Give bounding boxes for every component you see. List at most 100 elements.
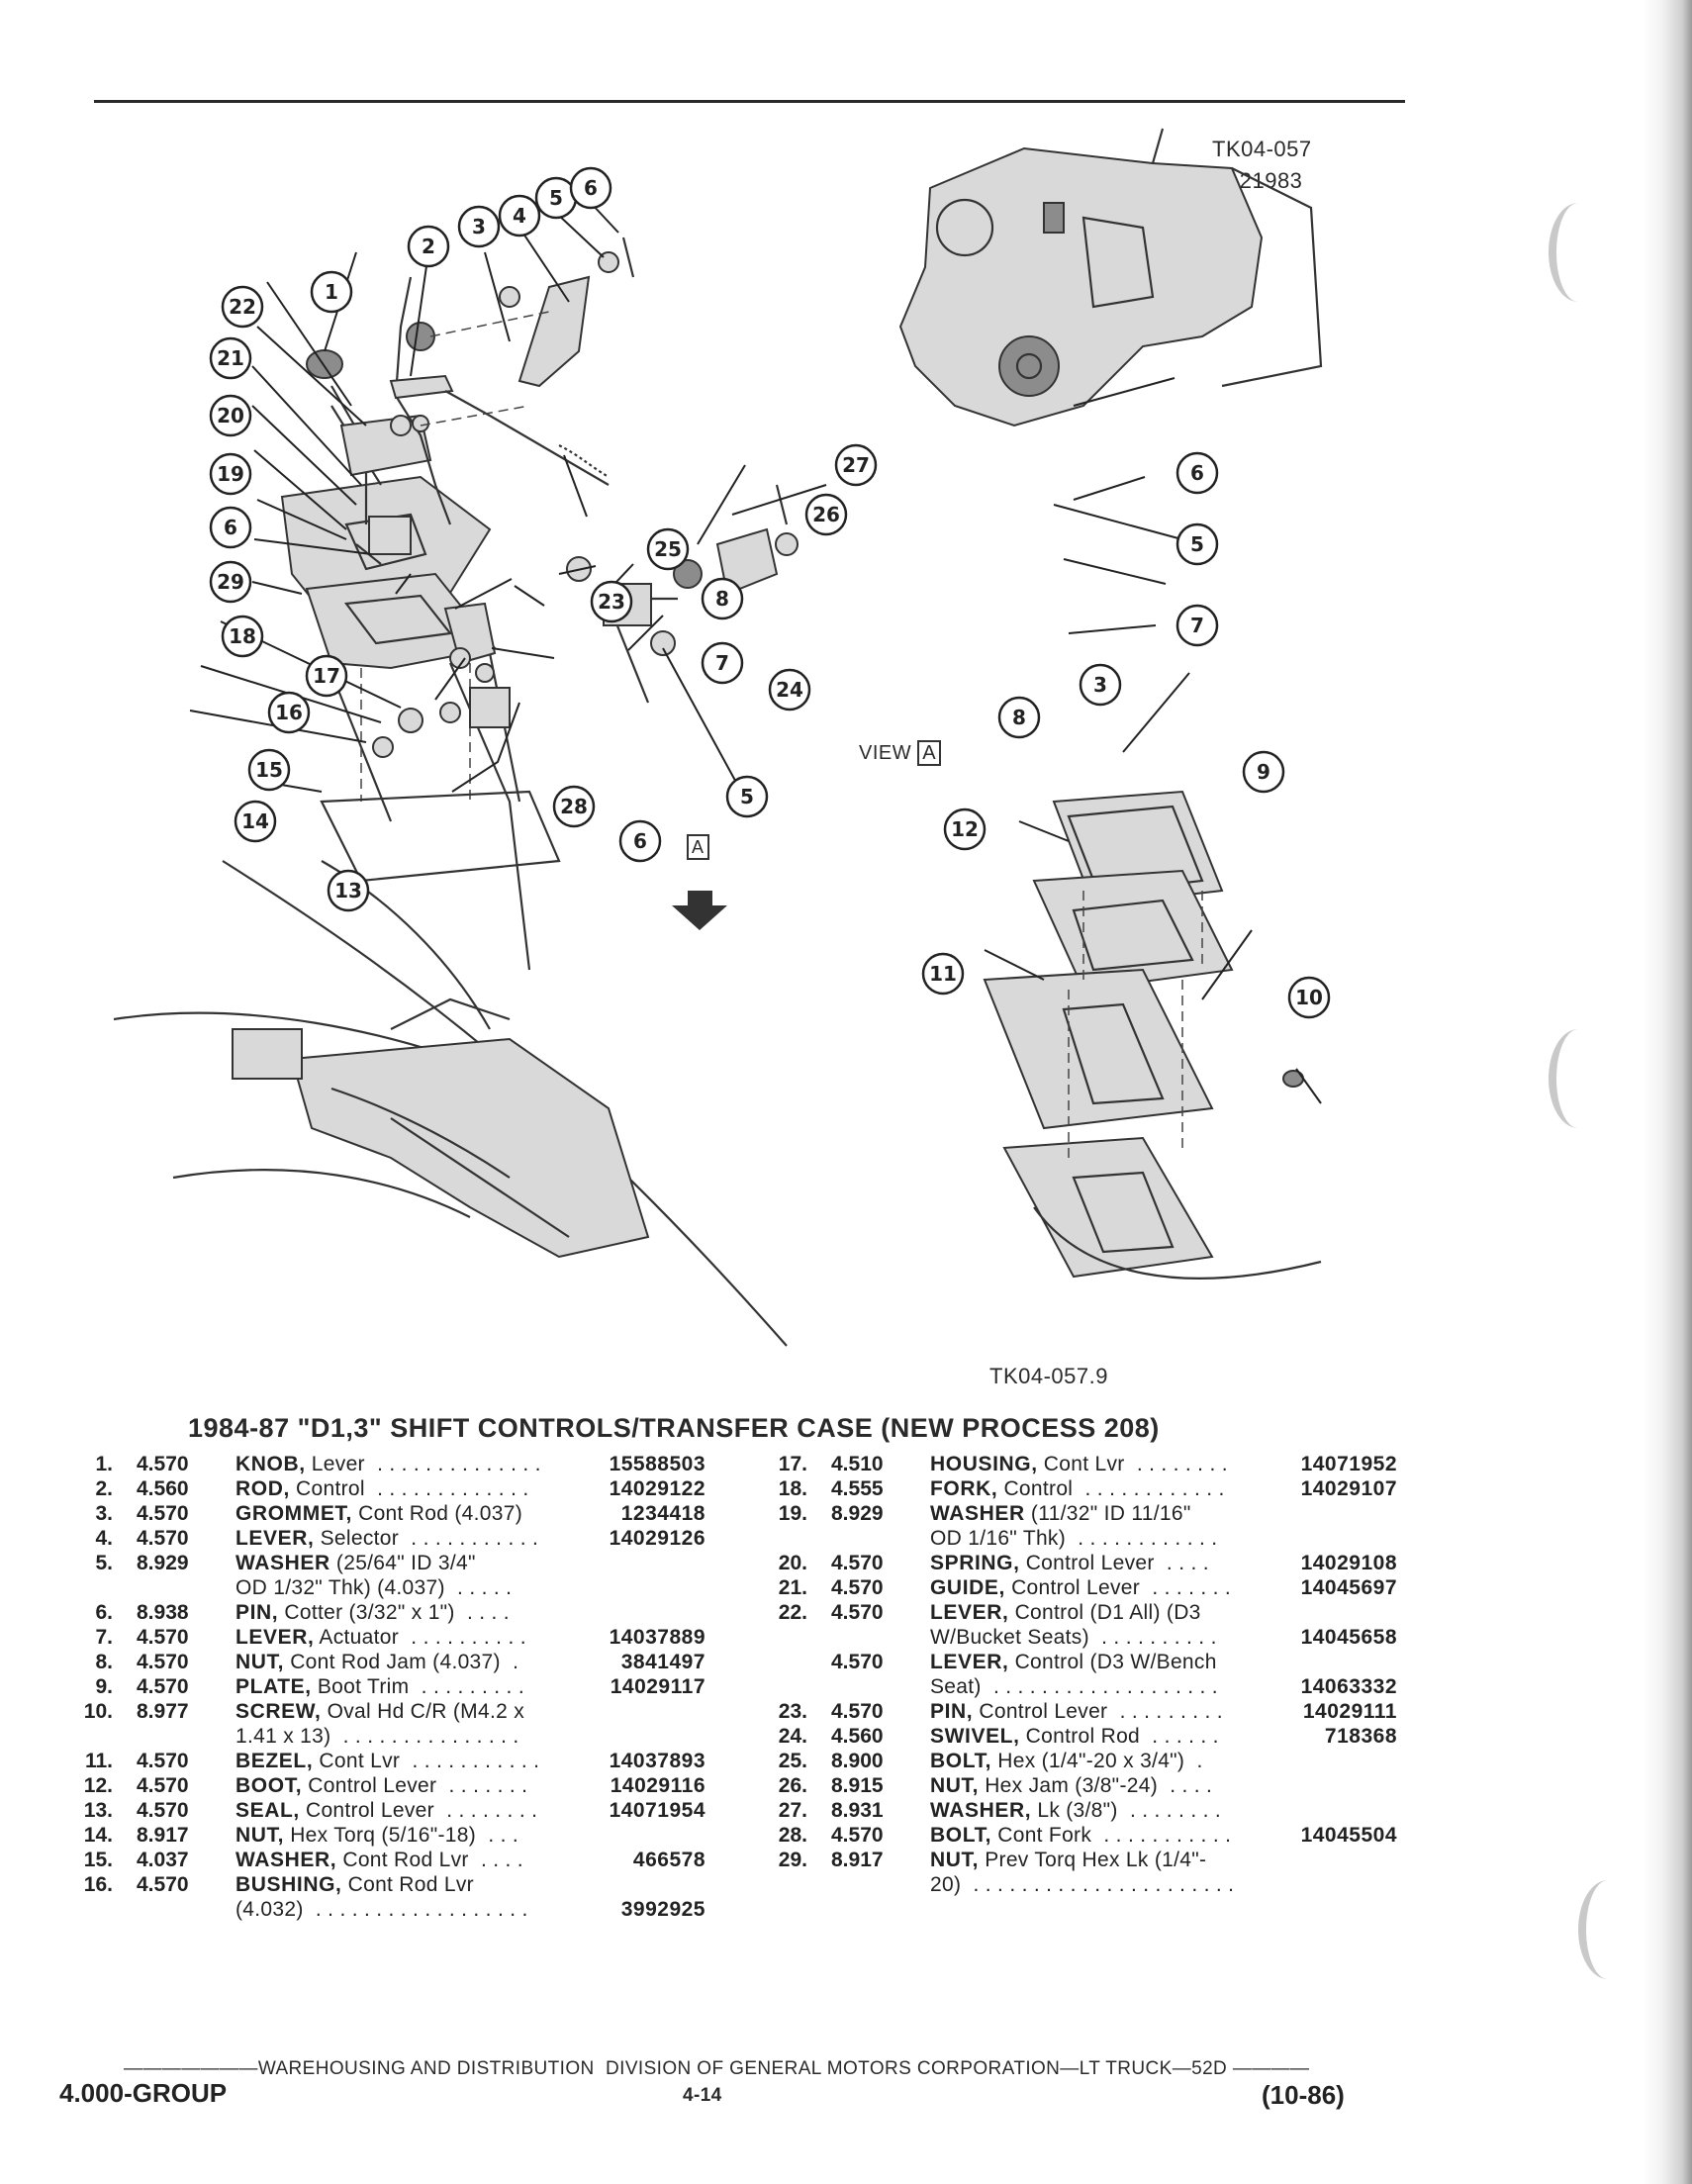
svg-text:6: 6 <box>584 176 598 200</box>
part-number: 14045658 <box>1300 1626 1397 1649</box>
item-detail: Lk (3/8") . . . . . . . . <box>1031 1799 1221 1822</box>
item-name: FORK, <box>930 1477 998 1500</box>
item-name: SCREW, <box>235 1700 322 1723</box>
item-name: BOOT, <box>235 1774 303 1797</box>
item-number: 21. <box>778 1576 807 1599</box>
transfer-case-illustration <box>898 128 1323 427</box>
item-description: GUIDE, Control Lever . . . . . . . <box>930 1575 1231 1600</box>
group-number: 8.929 <box>831 1502 884 1525</box>
item-number: 18. <box>778 1477 807 1500</box>
group-number: 8.931 <box>831 1799 884 1822</box>
parts-row: 2. 4.560 ROD, Control . . . . . . . . . . … <box>57 1476 705 1501</box>
section-title: 1984-87 "D1,3" SHIFT CONTROLS/TRANSFER C… <box>188 1413 1160 1443</box>
part-number: 14037893 <box>609 1750 705 1772</box>
item-number: 11. <box>84 1750 113 1772</box>
view-a-console-illustration <box>983 790 1322 1280</box>
group-number: 8.917 <box>831 1849 884 1871</box>
svg-text:13: 13 <box>334 879 362 902</box>
item-description: 1.41 x 13) . . . . . . . . . . . . . . . <box>235 1724 519 1749</box>
binder-hole <box>1578 1880 1638 1979</box>
item-detail: W/Bucket Seats) . . . . . . . . . . <box>930 1626 1217 1649</box>
binder-hole <box>1549 203 1608 302</box>
item-name: BOLT, <box>930 1750 992 1772</box>
callout-27: 27 <box>834 443 878 487</box>
group-number: 4.570 <box>137 1675 189 1698</box>
item-name: BUSHING, <box>235 1873 342 1896</box>
item-name: KNOB, <box>235 1453 306 1475</box>
item-number: 2. <box>95 1477 113 1500</box>
part-number: 466578 <box>632 1849 705 1871</box>
item-name: GUIDE, <box>930 1576 1005 1599</box>
item-detail: Control Lever . . . . <box>1019 1552 1209 1574</box>
callout-9: 9 <box>1242 750 1285 794</box>
callout-29: 29 <box>209 560 252 604</box>
part-number: 14063332 <box>1300 1675 1397 1698</box>
item-detail: Boot Trim . . . . . . . . . <box>311 1675 524 1698</box>
callout-8: 8 <box>701 577 744 620</box>
callout-13: 13 <box>327 869 370 912</box>
group-number: 4.570 <box>137 1873 189 1896</box>
item-number: 17. <box>778 1453 807 1475</box>
svg-text:2: 2 <box>422 235 435 258</box>
item-number: 16. <box>83 1873 113 1896</box>
item-name: NUT, <box>930 1849 980 1871</box>
group-number: 4.560 <box>137 1477 189 1500</box>
item-number: 5. <box>95 1552 113 1574</box>
item-description: WASHER (25/64" ID 3/4" <box>235 1551 476 1575</box>
group-number: 4.555 <box>831 1477 884 1500</box>
footer-date: (10-86) <box>1262 2080 1345 2110</box>
item-description: GROMMET, Cont Rod (4.037) <box>235 1501 522 1526</box>
svg-text:6: 6 <box>224 516 237 539</box>
callout-21: 21 <box>209 336 252 380</box>
group-number: 4.570 <box>137 1799 189 1822</box>
parts-row: Seat) . . . . . . . . . . . . . . . . . … <box>752 1674 1397 1699</box>
svg-text:19: 19 <box>217 462 244 486</box>
part-number: 15588503 <box>609 1453 705 1475</box>
item-number: 8. <box>95 1651 113 1673</box>
item-detail: Hex Torq (5/16"-18) . . . <box>284 1824 519 1847</box>
part-number: 14029122 <box>609 1477 705 1500</box>
item-description: SPRING, Control Lever . . . . <box>930 1551 1209 1575</box>
svg-text:5: 5 <box>740 785 754 808</box>
group-number: 8.977 <box>137 1700 189 1723</box>
callout-25: 25 <box>646 527 690 571</box>
header-rule <box>94 100 1405 103</box>
item-description: LEVER, Actuator . . . . . . . . . . <box>235 1625 526 1650</box>
callout-28: 28 <box>552 785 596 828</box>
callout-5c: 5 <box>1175 522 1219 566</box>
svg-text:6: 6 <box>1190 461 1204 485</box>
parts-row: 1.41 x 13) . . . . . . . . . . . . . . . <box>57 1724 705 1749</box>
item-name: LEVER, <box>930 1651 1009 1673</box>
item-number: 20. <box>778 1552 807 1574</box>
group-number: 4.570 <box>137 1502 189 1525</box>
parts-row: 18. 4.555 FORK, Control . . . . . . . . . … <box>752 1476 1397 1501</box>
item-number: 10. <box>83 1700 113 1723</box>
svg-text:21: 21 <box>217 346 244 370</box>
callout-24: 24 <box>768 668 811 712</box>
item-name: NUT, <box>235 1824 285 1847</box>
group-number: 4.510 <box>831 1453 884 1475</box>
direction-arrow <box>672 891 727 930</box>
item-detail: Control . . . . . . . . . . . . <box>997 1477 1225 1500</box>
group-number: 4.570 <box>831 1700 884 1723</box>
part-number: 718368 <box>1324 1725 1397 1748</box>
item-description: HOUSING, Cont Lvr . . . . . . . . <box>930 1452 1228 1476</box>
parts-row: 17. 4.510 HOUSING, Cont Lvr . . . . . . . … <box>752 1452 1397 1476</box>
item-description: SWIVEL, Control Rod . . . . . . <box>930 1724 1219 1749</box>
item-description: Seat) . . . . . . . . . . . . . . . . . … <box>930 1674 1218 1699</box>
item-description: BUSHING, Cont Rod Lvr <box>235 1872 474 1897</box>
part-number: 14071954 <box>609 1799 705 1822</box>
item-number: 13. <box>83 1799 113 1822</box>
callout-6c: 6 <box>618 819 662 863</box>
svg-text:10: 10 <box>1295 986 1323 1009</box>
item-description: ROD, Control . . . . . . . . . . . . . <box>235 1476 528 1501</box>
